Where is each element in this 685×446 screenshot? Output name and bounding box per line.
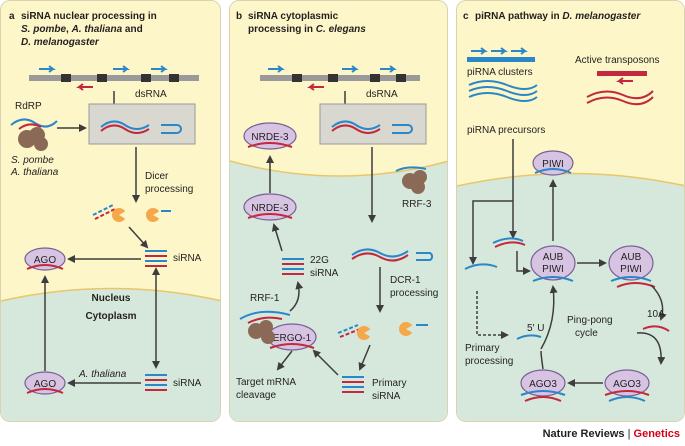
svg-text:AUB: AUB	[621, 252, 642, 263]
journal-name: Nature Reviews	[542, 428, 625, 440]
panel-a-diagram: a siRNA nuclear processing in S. pombe, …	[1, 1, 220, 421]
rrf3-protein	[402, 170, 427, 194]
panel-b-title-line2: processing in C. elegans	[248, 24, 366, 35]
rdrp-protein	[18, 127, 48, 151]
sirna-duplex-bottom	[145, 374, 167, 391]
species-s-pombe: S. pombe	[11, 155, 54, 166]
panel-a-title-line3: D. melanogaster	[21, 37, 100, 48]
svg-text:NRDE-3: NRDE-3	[251, 203, 289, 214]
target-mrna-label: Target mRNA	[236, 377, 296, 388]
primary-label-c: Primary	[465, 343, 499, 354]
rrf1-protein	[248, 320, 275, 344]
athaliana-label: A. thaliana	[78, 369, 127, 380]
panel-b-title-line1: siRNA cytoplasmic	[248, 11, 339, 22]
panel-c-title: piRNA pathway in D. melanogaster	[475, 11, 641, 22]
primary-processing-label: processing	[465, 356, 513, 367]
dicer-label: Dicer	[145, 171, 169, 182]
svg-text:c: c	[463, 11, 469, 22]
footer-separator: |	[624, 428, 634, 440]
panel-b: b siRNA cytoplasmic processing in C. ele…	[229, 0, 448, 422]
aub-piwi-protein-right	[608, 245, 654, 281]
panel-b-diagram: b siRNA cytoplasmic processing in C. ele…	[230, 1, 447, 421]
ten-a-label: 10A	[647, 309, 665, 320]
cleavage-label: cleavage	[236, 390, 276, 401]
panel-c-diagram: c piRNA pathway in D. melanogaster piRNA…	[457, 1, 684, 421]
primary-sirna-label: siRNA	[372, 391, 401, 402]
pirna-precursors-label: piRNA precursors	[467, 125, 545, 136]
svg-text:PIWI: PIWI	[542, 264, 564, 275]
primary-label: Primary	[372, 378, 406, 389]
genome-locus	[29, 65, 199, 91]
svg-text:AGO: AGO	[34, 379, 56, 390]
g22-label: 22G	[310, 255, 329, 266]
five-u-label: 5′ U	[527, 323, 544, 334]
rrf3-label: RRF-3	[402, 199, 432, 210]
ping-pong-label: Ping-pong	[567, 315, 613, 326]
dcr1-processing-label: processing	[390, 288, 438, 299]
svg-text:a: a	[9, 11, 15, 22]
panel-c: c piRNA pathway in D. melanogaster piRNA…	[456, 0, 685, 422]
panel-a-title-line1: siRNA nuclear processing in	[21, 11, 157, 22]
nucleus-label: Nucleus	[92, 293, 131, 304]
transposon-locus	[597, 71, 647, 85]
sirna-label-bottom: siRNA	[173, 378, 202, 389]
journal-footer: Nature Reviews | Genetics	[0, 428, 680, 440]
nrde3-protein-mid	[243, 193, 297, 221]
rdrp-label: RdRP	[15, 101, 42, 112]
journal-section: Genetics	[633, 428, 680, 440]
sirna-duplex-top	[145, 250, 167, 267]
genome-locus-b	[260, 65, 420, 91]
dicer-processing-label: processing	[145, 184, 193, 195]
cycle-label: cycle	[575, 328, 598, 339]
sirna-22g-duplex	[282, 258, 304, 275]
nrde3-protein-top	[243, 122, 297, 150]
svg-text:AUB: AUB	[543, 252, 564, 263]
dsrna-label-b: dsRNA	[366, 89, 398, 100]
rrf1-label: RRF-1	[250, 293, 280, 304]
svg-text:ERGO-1: ERGO-1	[273, 333, 312, 344]
svg-text:PIWI: PIWI	[542, 159, 564, 170]
pirna-cluster-locus	[467, 47, 535, 62]
piwi-protein	[532, 150, 574, 176]
sirna-label-top: siRNA	[173, 253, 202, 264]
svg-text:NRDE-3: NRDE-3	[251, 132, 289, 143]
cytoplasm-label: Cytoplasm	[85, 311, 136, 322]
active-transposons-label: Active transposons	[575, 55, 660, 66]
panel-a: a siRNA nuclear processing in S. pombe, …	[0, 0, 221, 422]
svg-text:AGO3: AGO3	[529, 379, 557, 390]
ago-protein-top	[24, 247, 66, 271]
dsrna-label: dsRNA	[135, 89, 167, 100]
aub-piwi-protein-left	[530, 245, 576, 281]
pirna-clusters-label: piRNA clusters	[467, 67, 533, 78]
svg-text:b: b	[236, 11, 242, 22]
ago-protein-bottom	[24, 371, 66, 395]
svg-text:PIWI: PIWI	[620, 264, 642, 275]
primary-sirna-duplex	[342, 376, 364, 393]
panel-a-title-line2: S. pombe, A. thaliana and	[21, 24, 143, 35]
dcr1-label: DCR-1	[390, 275, 421, 286]
species-a-thaliana: A. thaliana	[10, 167, 59, 178]
g22-sirna-label: siRNA	[310, 268, 339, 279]
svg-text:AGO3: AGO3	[613, 379, 641, 390]
svg-text:AGO: AGO	[34, 255, 56, 266]
